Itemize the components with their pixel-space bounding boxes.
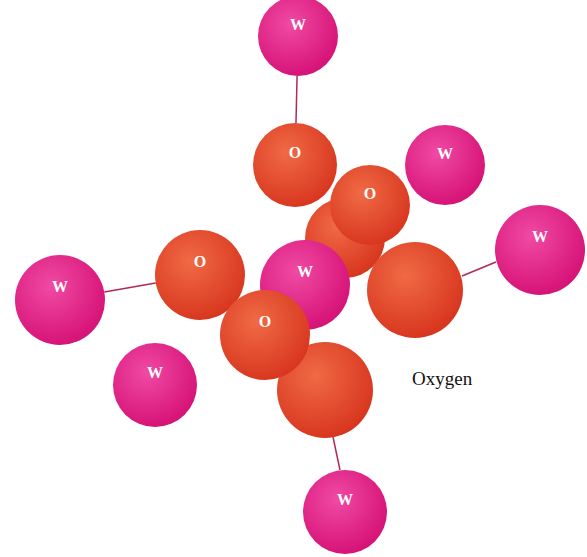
oxygen-sphere: O [253,123,337,207]
tungsten-sphere: W [15,255,105,345]
bond-line [104,283,155,292]
tungsten-sphere: W [258,0,338,76]
tungsten-sphere: W [113,343,197,427]
atom-symbol: W [437,145,453,163]
tungsten-sphere: W [303,470,387,554]
atom-symbol: W [532,228,548,246]
atom-symbol: W [337,491,353,509]
bond-line [333,437,340,470]
atom-symbol: O [364,185,376,203]
atom-symbol: O [194,253,206,271]
atom-symbol: O [289,144,301,162]
atom-symbol: W [290,16,306,34]
atom-symbol: W [147,364,163,382]
atom-symbol: O [259,313,271,331]
oxygen-sphere: O [330,165,410,245]
oxygen-sphere: O [220,290,310,380]
element-label: Oxygen [412,368,472,390]
oxygen-sphere [367,242,463,338]
atom-symbol: W [297,263,313,281]
tungsten-sphere: W [405,125,485,205]
bond-line [462,262,496,276]
tungsten-sphere: W [495,205,585,295]
atom-symbol: W [52,278,68,296]
bond-line [296,76,297,123]
